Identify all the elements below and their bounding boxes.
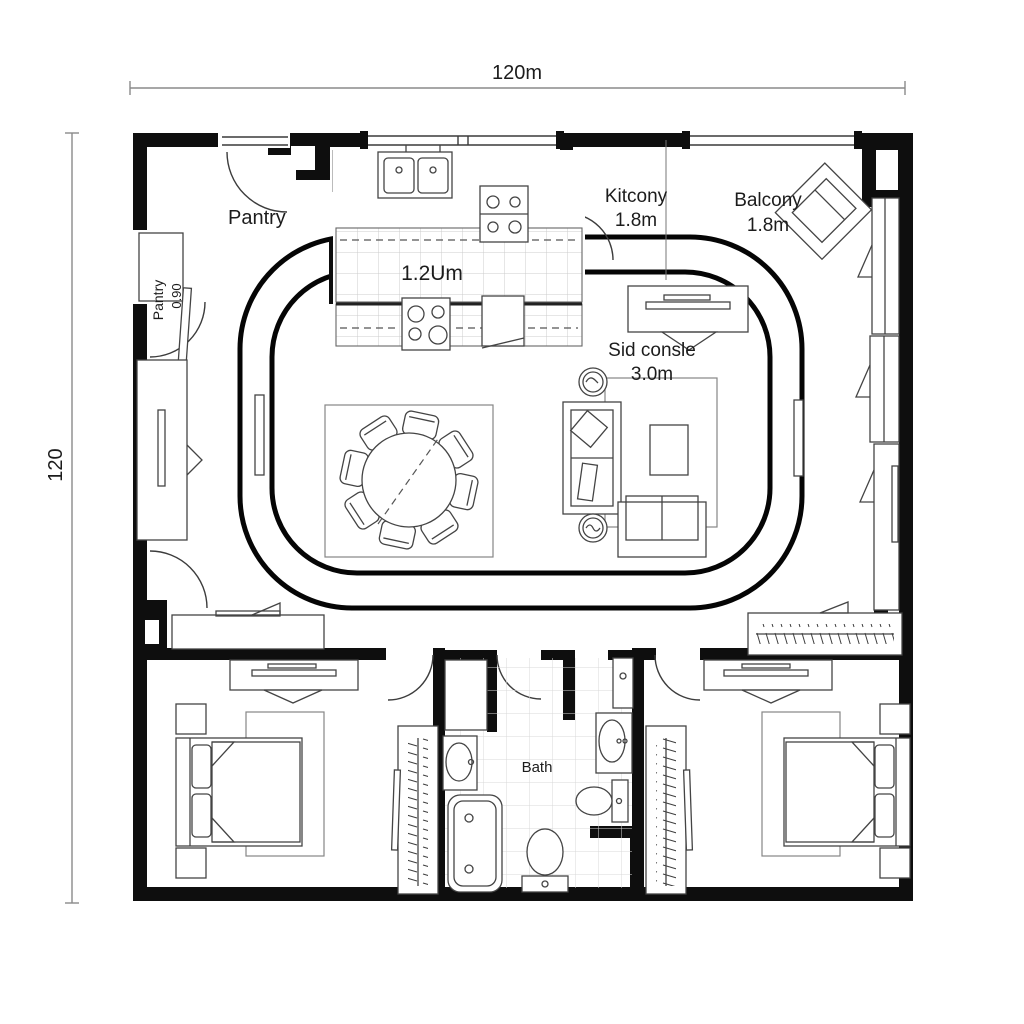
- nightstand: [879, 847, 911, 879]
- kitchen-island: [335, 303, 583, 347]
- top-wardrobe-right: [747, 601, 903, 656]
- bath-label: Bath: [522, 759, 553, 776]
- wardrobe-door-panel: [682, 769, 694, 851]
- island-cooktop: [401, 297, 451, 351]
- left-bedroom-wall: [140, 648, 386, 660]
- side-console-label: Sid consle: [608, 340, 696, 361]
- dining-chair: [378, 519, 417, 550]
- nightstand: [879, 703, 911, 735]
- pillow: [874, 744, 895, 789]
- left-lower-door: [149, 550, 208, 609]
- kitcony-size-label: 1.8m: [615, 210, 657, 231]
- left-dimension-label: 120: [45, 448, 67, 481]
- right-bedroom: [645, 659, 911, 895]
- right-wall-cabinets: [855, 197, 900, 611]
- left-bedroom-door: [387, 654, 434, 701]
- bath-cabinet: [612, 657, 634, 709]
- pillow: [191, 793, 212, 838]
- left-upper-door: [149, 301, 206, 358]
- counter-return: [481, 295, 525, 349]
- balcony-size-label: 1.8m: [747, 215, 789, 236]
- nightstand: [175, 703, 207, 735]
- pantry-label: Pantry: [228, 207, 286, 229]
- left-sideboard: [136, 359, 203, 541]
- pillow: [191, 744, 212, 789]
- double-sink: [377, 145, 453, 199]
- sofa: [562, 401, 622, 515]
- balcony-armchair: [774, 162, 873, 261]
- coffee-table: [649, 424, 689, 476]
- dining-chair: [401, 410, 440, 441]
- pantry-closet-label-2: 0.90: [169, 283, 184, 308]
- loveseat: [617, 495, 707, 558]
- pantry-closet-label-1: Pantry: [150, 280, 166, 320]
- windows: [133, 131, 862, 304]
- pantry-opening: [218, 132, 290, 148]
- bed-right: [783, 737, 911, 847]
- bath-sink-right: [595, 712, 633, 774]
- kitcony-label: Kitcony: [605, 186, 668, 207]
- balcony-window: [682, 131, 862, 149]
- left-bedroom-console: [171, 602, 325, 650]
- wardrobe-right-bedroom: [645, 725, 694, 895]
- bathtub: [447, 794, 503, 893]
- nightstand: [175, 847, 207, 879]
- toilet-bottom: [521, 828, 569, 893]
- kitchen: [333, 145, 585, 351]
- top-dimension-label: 120m: [492, 62, 542, 84]
- bath-sink-left: [442, 735, 478, 791]
- left-bedroom: [175, 659, 439, 895]
- right-bedroom-door: [654, 654, 701, 701]
- left-dimension: 120: [45, 132, 79, 904]
- sofa-cushion: [569, 409, 609, 449]
- dining-chair: [420, 509, 459, 545]
- tv-console-bedroom-right: [703, 659, 833, 704]
- pantry-door: [226, 151, 288, 213]
- kitchen-depth-label: 1.2Um: [401, 262, 463, 285]
- dining-set: [324, 404, 494, 558]
- bath-right-wall: [632, 648, 644, 840]
- four-burner-appliance: [479, 185, 529, 243]
- wardrobe-left-bedroom: [390, 725, 439, 895]
- left-loop-bar: [254, 394, 265, 476]
- round-side-table-bottom: [578, 513, 608, 543]
- living-group: [562, 285, 749, 558]
- bed-left: [175, 737, 303, 847]
- top-dimension: 120m: [129, 62, 906, 95]
- pillow: [874, 793, 895, 838]
- toilet-right: [575, 779, 629, 823]
- wardrobe-door-panel: [390, 769, 402, 851]
- round-side-table-top: [578, 367, 608, 397]
- tv-console-living: [627, 285, 749, 351]
- room-labels: Pantry Pantry 0.90 1.2Um Kitcony 1.8m Ba…: [150, 186, 802, 776]
- right-loop-bar: [793, 399, 804, 477]
- side-console-size-label: 3.0m: [631, 364, 673, 385]
- sofa-cushion: [576, 462, 599, 502]
- kitchen-window: [360, 131, 564, 149]
- bath-closet: [444, 659, 488, 731]
- bathroom: [442, 657, 634, 893]
- balcony-label: Balcony: [734, 190, 802, 211]
- tv-console-bedroom-left: [229, 659, 359, 704]
